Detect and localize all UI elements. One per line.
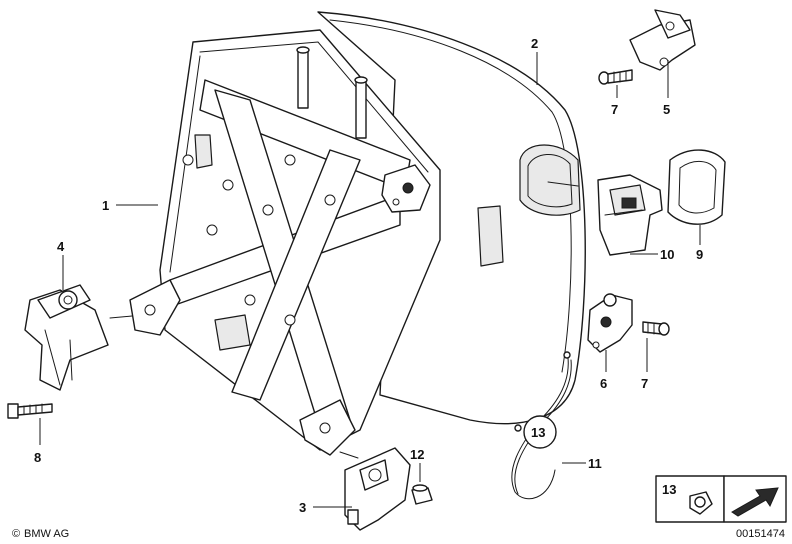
callout-13-circled: 13 — [531, 425, 545, 440]
callout-5: 5 — [663, 102, 670, 117]
screw-part-7-upper — [598, 69, 633, 85]
trim-bezel-part-9 — [667, 149, 726, 225]
callout-9: 9 — [696, 247, 703, 262]
callout-6: 6 — [600, 376, 607, 391]
callout-3: 3 — [299, 500, 306, 515]
copyright-symbol: © — [12, 528, 20, 540]
striker-part-5 — [629, 9, 696, 71]
callout-7-upper: 7 — [611, 102, 618, 117]
hinge-bracket-part-4 — [24, 284, 109, 391]
lock-part-10 — [597, 174, 663, 256]
leader-lines — [39, 52, 701, 508]
diagram-number: 00151474 — [736, 528, 785, 540]
brand-label: BMW AG — [24, 528, 69, 540]
clip-part-12 — [411, 484, 433, 505]
callout-11: 11 — [588, 456, 602, 471]
latch-part-6 — [587, 293, 633, 353]
callout-4: 4 — [57, 239, 65, 254]
callout-1: 1 — [102, 198, 109, 213]
callout-labels: 1 2 3 4 5 6 7 7 8 9 10 11 12 13 13 — [34, 36, 703, 515]
bolt-part-8 — [7, 403, 53, 419]
circled-callout-13 — [523, 415, 557, 449]
screw-part-7-lower — [642, 321, 670, 336]
footer: © BMW AG 00151474 — [12, 528, 785, 540]
callout-8: 8 — [34, 450, 41, 465]
lower-bracket-part-3 — [344, 447, 411, 531]
callout-13-box: 13 — [662, 482, 676, 497]
callout-2: 2 — [531, 36, 538, 51]
callout-7-lower: 7 — [641, 376, 648, 391]
callout-12: 12 — [410, 447, 424, 462]
callout-10: 10 — [660, 247, 674, 262]
seat-frame-part-1 — [109, 29, 441, 459]
detail-box-part-13 — [655, 475, 787, 523]
